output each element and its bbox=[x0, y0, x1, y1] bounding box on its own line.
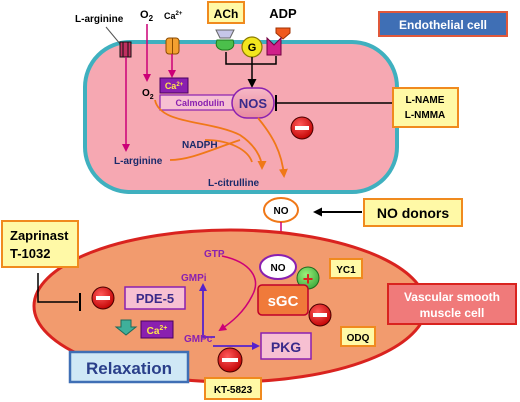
gmpi-label: GMPi bbox=[181, 273, 207, 284]
gtp-label: GTP bbox=[204, 249, 225, 260]
l-name-l-nmma-box bbox=[392, 87, 459, 128]
gmpc-label: GMPc bbox=[184, 334, 213, 345]
zaprinast-label: Zaprinast bbox=[10, 228, 69, 243]
kt5823-label: KT-5823 bbox=[214, 385, 253, 396]
yc1-plus-sign: + bbox=[303, 269, 314, 289]
o2-top-label: O2 bbox=[140, 9, 154, 23]
zaprinast-box bbox=[1, 220, 79, 268]
pkg-enzyme bbox=[260, 332, 312, 360]
adp-receptor bbox=[266, 36, 282, 56]
zaprinast-inhibition-line bbox=[37, 273, 78, 303]
l-citrulline-label: L-citrulline bbox=[208, 178, 260, 189]
no-released-label: NO bbox=[274, 206, 289, 217]
ca-top-label: Ca2+ bbox=[164, 11, 183, 21]
kt5823-box bbox=[204, 377, 262, 400]
gtp-to-gmpc-arrow bbox=[218, 255, 257, 332]
no-donors-label: NO donors bbox=[377, 205, 450, 221]
ach-receptor bbox=[215, 29, 235, 39]
l-arginine-pointer-line bbox=[105, 26, 122, 46]
relaxation-label: Relaxation bbox=[86, 359, 172, 378]
ach-label-box bbox=[207, 1, 245, 24]
odq-label: ODQ bbox=[347, 333, 370, 344]
l-arginine-top-label: L-arginine bbox=[75, 14, 124, 25]
l-nmma-label: L-NMMA bbox=[405, 110, 446, 121]
arginine-to-nos-arrow bbox=[169, 139, 241, 161]
ca-box-smc-label: Ca2+ bbox=[147, 325, 168, 337]
calmodulin-label: Calmodulin bbox=[176, 98, 225, 108]
g-protein-label: G bbox=[248, 42, 257, 54]
no-bound-bubble bbox=[259, 254, 297, 280]
pkg-label: PKG bbox=[271, 339, 301, 355]
nos-enzyme bbox=[231, 87, 275, 119]
g-to-nos-connector bbox=[225, 52, 277, 65]
calcium-decrease-arrow bbox=[114, 319, 138, 336]
smooth-muscle-cell-label-line1: Vascular smooth bbox=[404, 290, 500, 304]
endothelial-cell-label-box bbox=[378, 11, 508, 37]
ach-label: ACh bbox=[214, 7, 239, 21]
no-bound-label: NO bbox=[271, 263, 286, 274]
odq-box bbox=[340, 326, 376, 347]
l-name-label: L-NAME bbox=[406, 95, 445, 106]
no-donors-box bbox=[363, 198, 463, 227]
t1032-label: T-1032 bbox=[10, 246, 50, 261]
smooth-muscle-cell-label-line2: muscle cell bbox=[420, 306, 485, 320]
adp-ligand bbox=[275, 27, 291, 40]
yc1-label: YC1 bbox=[336, 265, 356, 276]
ca-box-endothelial bbox=[159, 77, 189, 94]
o2-inner-label: O2 bbox=[142, 88, 154, 101]
sgc-label: sGC bbox=[268, 293, 299, 310]
nadph-label: NADPH bbox=[182, 140, 218, 151]
ach-receptor-anchor bbox=[215, 39, 235, 51]
endothelial-cell-label: Endothelial cell bbox=[399, 18, 487, 32]
o2-to-citrulline-arrow bbox=[154, 99, 267, 170]
smooth-muscle-cell-label-box bbox=[387, 283, 517, 325]
nos-label: NOS bbox=[239, 96, 268, 111]
l-arginine-transporter bbox=[119, 41, 132, 58]
nadph-to-citrulline-arrow bbox=[204, 139, 253, 163]
relaxation-box bbox=[68, 350, 190, 384]
sgc-enzyme bbox=[257, 284, 309, 316]
ca-box-endothelial-label: Ca2+ bbox=[165, 81, 184, 91]
yc1-box bbox=[329, 258, 363, 279]
l-arginine-inner-label: L-arginine bbox=[114, 156, 163, 167]
ca-box-smc bbox=[140, 320, 174, 339]
gmpc-to-gmpi-arrow bbox=[199, 283, 215, 338]
adp-label: ADP bbox=[269, 6, 297, 21]
pde5-label: PDE-5 bbox=[136, 291, 174, 306]
pde5-enzyme bbox=[124, 286, 186, 310]
nos-to-citrulline-arrow bbox=[257, 117, 288, 178]
